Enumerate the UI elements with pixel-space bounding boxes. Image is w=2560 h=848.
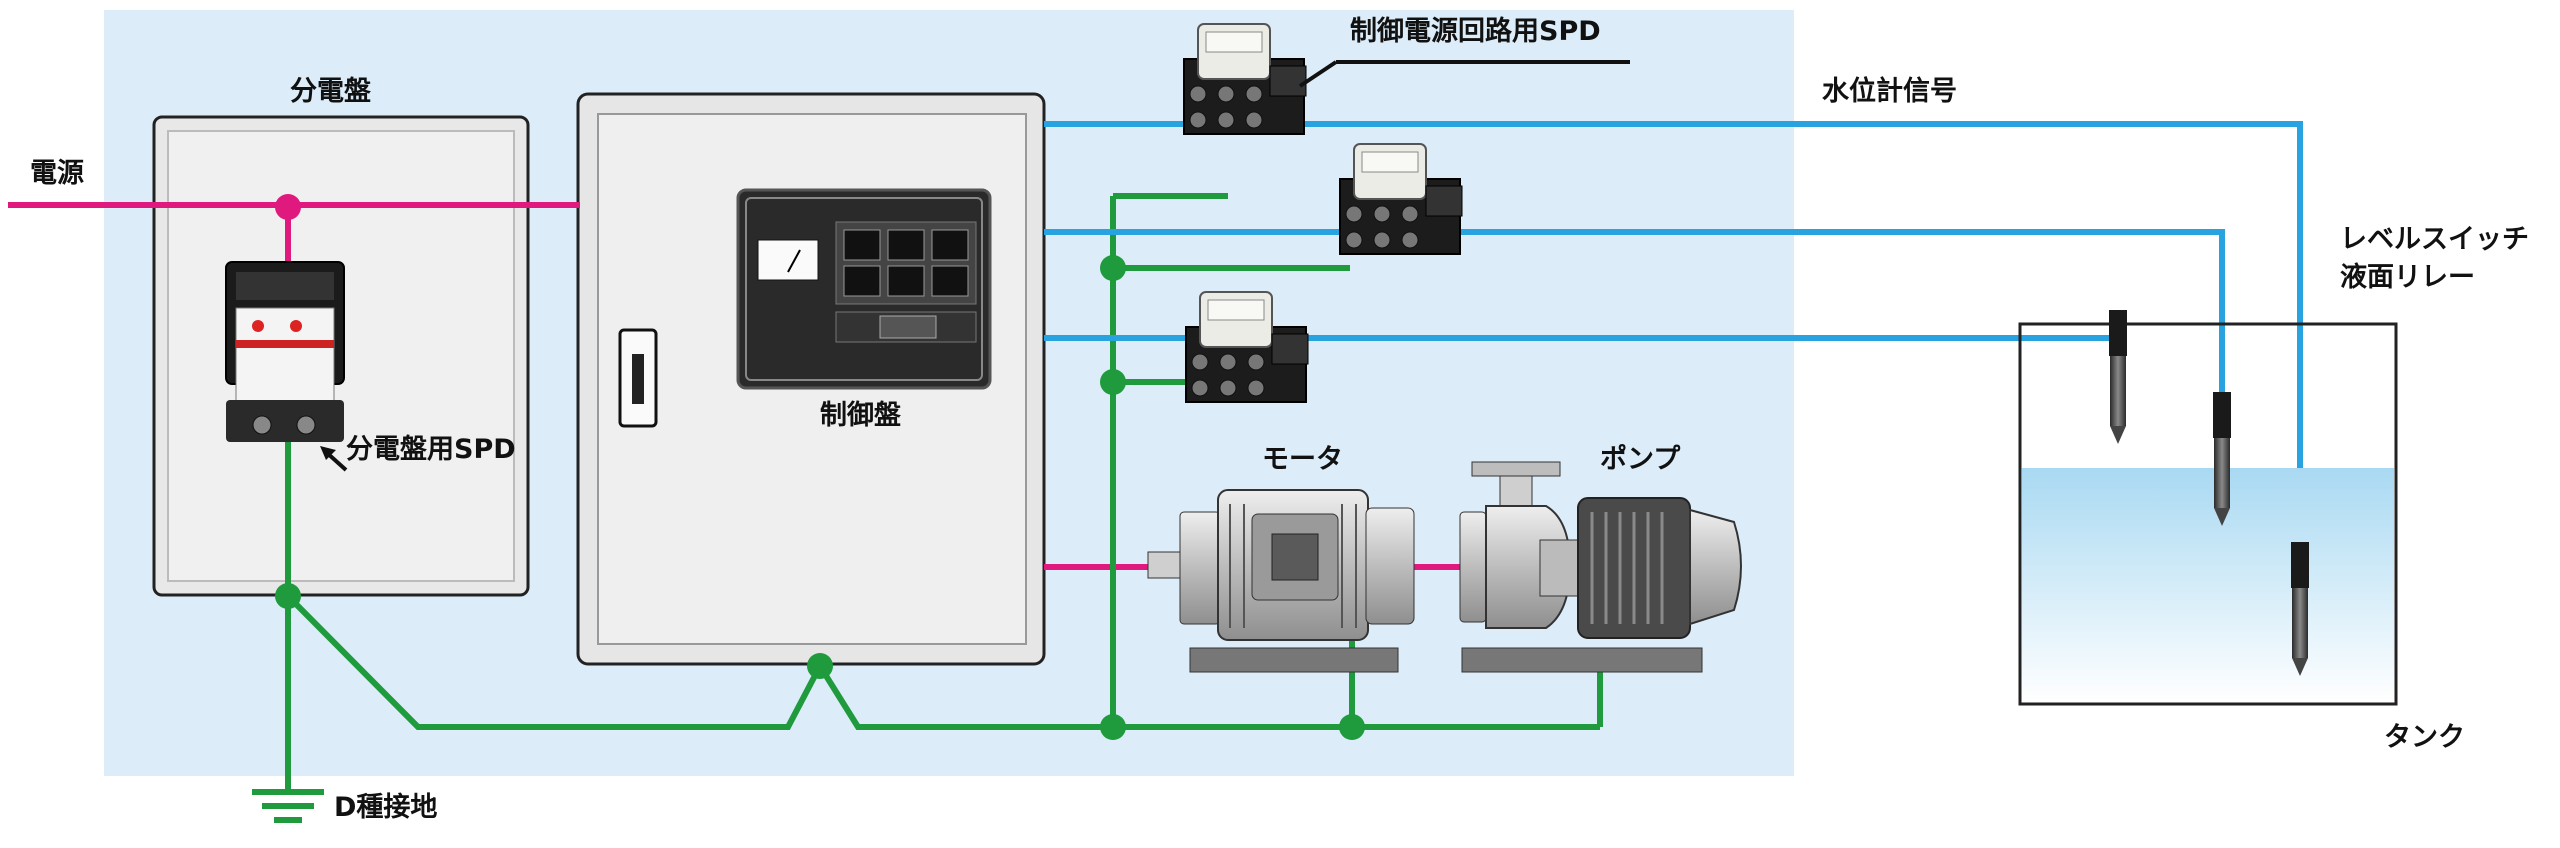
pump-icon [1459,461,1742,673]
control-spd-pointer [1298,60,1338,88]
meter-icon [757,239,819,281]
level-probe-icon [2291,542,2309,676]
tank-water [2022,468,2394,702]
label-liquid-relay: 液面リレー [2340,262,2475,293]
ground-symbol-icon [252,789,324,823]
label-tank: タンク [2384,722,2465,753]
label-control-power-spd: 制御電源回路用SPD [1350,16,1601,47]
spd-module-icon [225,261,345,442]
level-probe-icon [2213,392,2231,526]
motor-icon [1147,489,1415,673]
label-level-switch: レベルスイッチ [2340,224,2529,255]
label-control-panel: 制御盤 [820,400,901,431]
tank [2018,322,2398,706]
label-pump: ポンプ [1600,444,1681,475]
label-distribution-spd: 分電盤用SPD [346,434,516,465]
ground-junctions [275,255,1365,740]
label-motor: モータ [1262,444,1343,475]
power-junction [275,194,301,220]
level-probe-icon [2109,310,2127,444]
label-distribution-board: 分電盤 [290,76,371,107]
label-grounding: D種接地 [334,792,438,823]
label-water-level-signal: 水位計信号 [1822,76,1957,107]
label-power-source: 電源 [30,158,84,189]
